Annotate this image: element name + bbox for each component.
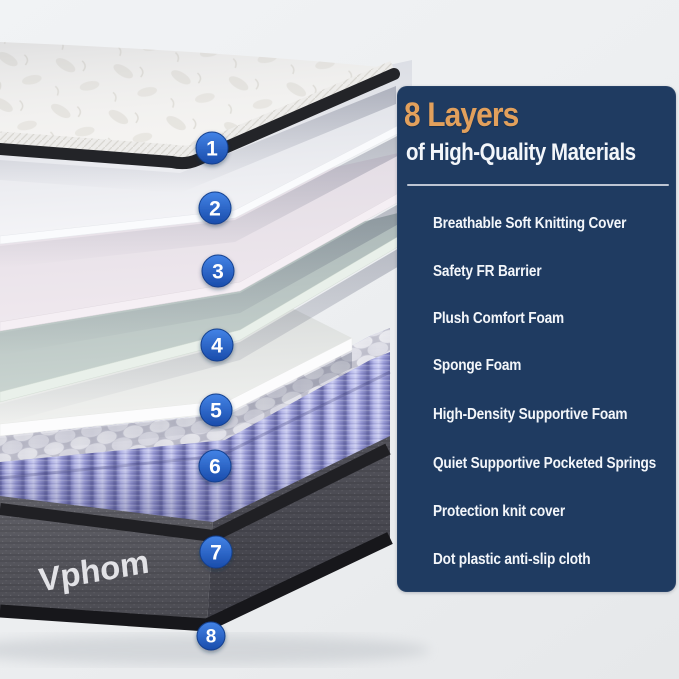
layer-list-item-2: Safety FR Barrier: [433, 263, 542, 280]
svg-text:4: 4: [211, 335, 223, 358]
badge-8: 8: [196, 621, 226, 651]
layer-list-item-4: Sponge Foam: [433, 357, 522, 374]
info-panel: 8 Layers of High-Quality Materials Breat…: [397, 86, 676, 592]
badge-4: 4: [200, 328, 234, 362]
svg-text:7: 7: [210, 542, 222, 565]
svg-text:2: 2: [209, 198, 221, 221]
svg-text:8: 8: [206, 627, 217, 648]
badge-3: 3: [201, 254, 235, 288]
divider: [407, 184, 669, 186]
svg-text:1: 1: [206, 138, 218, 161]
layer-1-knitting-cover: [0, 42, 400, 193]
badge-5: 5: [199, 393, 233, 427]
layer-list-item-7: Protection knit cover: [433, 503, 565, 520]
layer-list-item-8: Dot plastic anti-slip cloth: [433, 551, 591, 568]
badge-6: 6: [198, 449, 232, 483]
panel-title: 8 Layers: [404, 96, 519, 134]
layer-7-base-foam: Vphom: [0, 434, 393, 632]
layer-list-item-6: Quiet Supportive Pocketed Springs: [433, 455, 657, 472]
layer-badges: 1 2 3 4 5 6 7 8: [195, 131, 235, 651]
svg-text:5: 5: [210, 400, 222, 423]
layer-list: Breathable Soft Knitting Cover Safety FR…: [397, 86, 676, 592]
ground-shadow: [0, 635, 430, 665]
badge-2: 2: [198, 191, 232, 225]
layer-list-item-5: High-Density Supportive Foam: [433, 406, 628, 423]
svg-text:3: 3: [212, 261, 224, 284]
badge-1: 1: [195, 131, 229, 165]
svg-text:6: 6: [209, 456, 221, 479]
panel-subtitle: of High-Quality Materials: [406, 139, 636, 166]
layer-list-item-3: Plush Comfort Foam: [433, 310, 564, 327]
badge-7: 7: [199, 535, 233, 569]
quilt-black-edge: [0, 68, 400, 170]
layer-list-item-1: Breathable Soft Knitting Cover: [433, 215, 627, 232]
